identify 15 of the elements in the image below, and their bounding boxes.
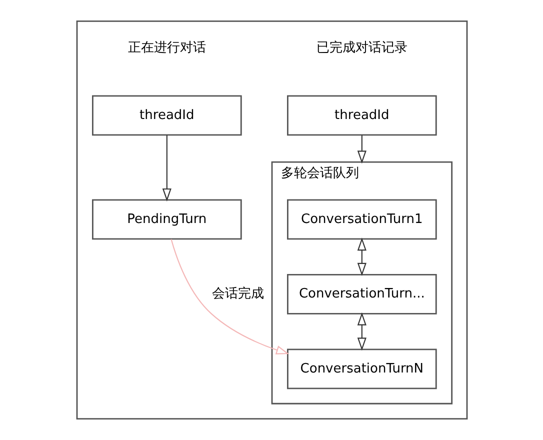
- node-box: ConversationTurn...: [286, 274, 436, 314]
- arrow: [170, 239, 289, 354]
- arrow: [356, 312, 366, 351]
- node-box: ConversationTurn1: [286, 199, 436, 240]
- node-box: threadId: [92, 95, 242, 136]
- arrow: [356, 238, 366, 276]
- node-box: threadId: [286, 95, 436, 136]
- node-box: ConversationTurnN: [286, 348, 436, 390]
- edge-label: 会话完成: [211, 286, 264, 302]
- arrow: [162, 135, 171, 202]
- label: 已完成对话记录: [316, 40, 407, 56]
- arrow: [356, 135, 366, 164]
- label: 正在进行对话: [127, 40, 206, 56]
- node-box: PendingTurn: [92, 199, 242, 240]
- cluster: [76, 20, 468, 420]
